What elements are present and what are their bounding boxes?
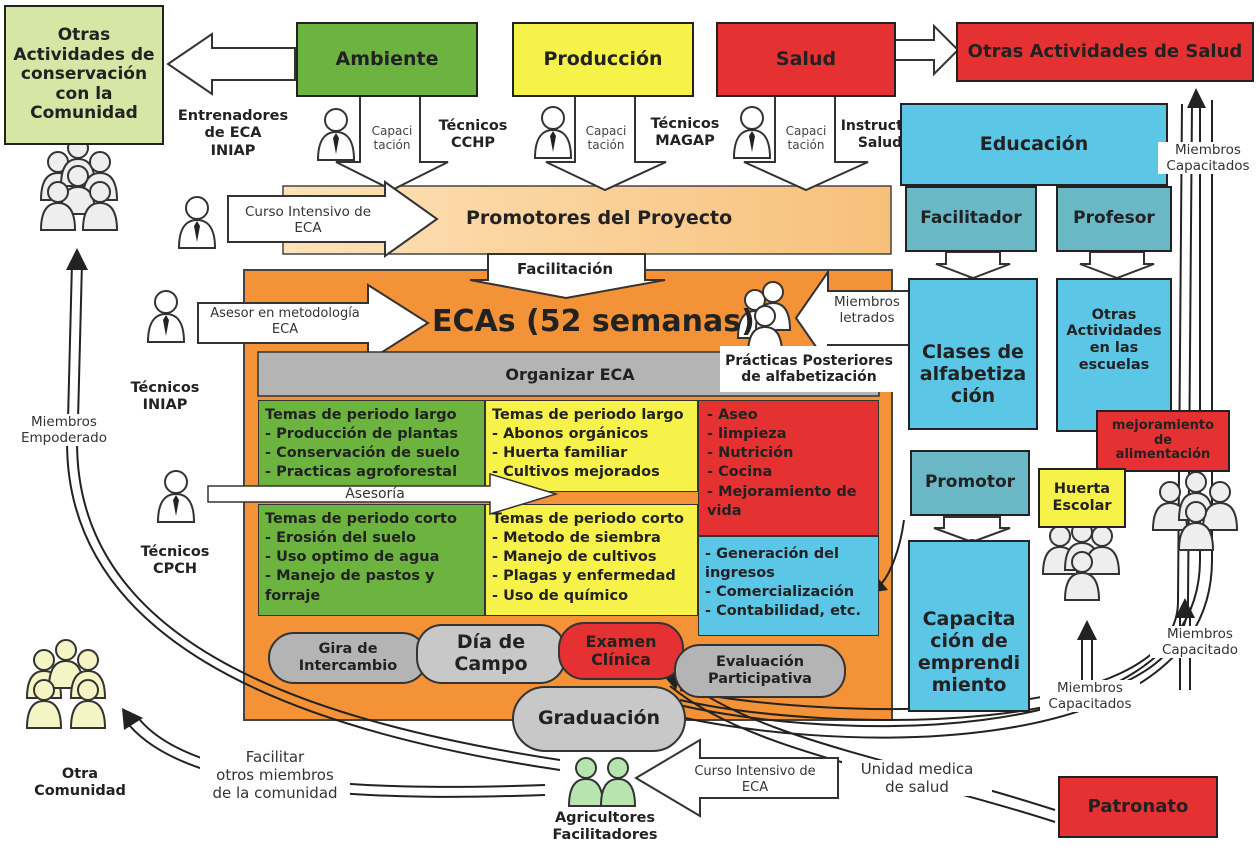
otras-conservacion-box: Otras Actividades de conservación con la… xyxy=(4,5,164,145)
capacitacion-arrows xyxy=(335,95,869,192)
yellow-long-list: Temas de periodo largo- Abonos orgánicos… xyxy=(485,400,698,492)
arrow-to-conservacion xyxy=(166,32,296,96)
asesoria-label: Asesoría xyxy=(345,486,405,502)
promotores-label: Promotores del Proyecto xyxy=(466,207,733,229)
arrow-asesor xyxy=(197,283,430,363)
tecnicos-magap-person-icon xyxy=(733,106,771,159)
asesor-person-icon xyxy=(147,290,185,343)
arrow-facilitacion xyxy=(469,253,666,300)
crowd-right-icon xyxy=(1152,471,1238,551)
arrow-to-otras-salud xyxy=(892,23,960,77)
arrow-curso-bottom xyxy=(634,738,839,818)
connector-arrowheads xyxy=(66,88,1206,730)
salud-box: Salud xyxy=(716,22,896,97)
educacion-box: Educación xyxy=(900,103,1168,186)
yellow-short-list: Temas de periodo corto- Metodo de siembr… xyxy=(485,504,698,616)
arrow-miembros-letrados xyxy=(794,268,911,368)
education-arrows xyxy=(933,251,1155,544)
promotor-box: Promotor xyxy=(910,450,1030,516)
arrow-curso-intensivo xyxy=(227,180,439,258)
otras-salud-box: Otras Actividades de Salud xyxy=(956,22,1254,82)
red-list: - Aseo- limpieza- Nutrición- Cocina- Mej… xyxy=(698,400,879,536)
green-short-list: Temas de periodo corto- Erosión del suel… xyxy=(258,504,485,616)
crowd-otra-comunidad-icon xyxy=(26,639,106,729)
organizar-label: Organizar ECA xyxy=(505,365,635,384)
graduacion-pill: Graduación xyxy=(512,686,686,752)
facilitador-box: Facilitador xyxy=(905,186,1037,252)
produccion-box: Producción xyxy=(512,22,694,97)
entrenadores-person-icon xyxy=(317,108,355,161)
cpch-person-icon xyxy=(157,470,195,523)
profesor-box: Profesor xyxy=(1056,186,1172,252)
green-long-list: Temas de periodo largo- Producción de pl… xyxy=(258,400,485,492)
agricultores-icon xyxy=(568,757,636,807)
crowd-top-left-icon xyxy=(40,137,118,231)
ecas-title: ECAs (52 semanas) xyxy=(432,304,755,339)
curso-person-icon xyxy=(178,196,216,249)
patronato-box: Patronato xyxy=(1058,776,1218,838)
ambiente-box: Ambiente xyxy=(296,22,478,97)
facilitacion-label: Facilitación xyxy=(516,260,614,278)
tecnicos-cchp-person-icon xyxy=(534,106,572,159)
crowd-huerta-icon xyxy=(1042,521,1120,601)
